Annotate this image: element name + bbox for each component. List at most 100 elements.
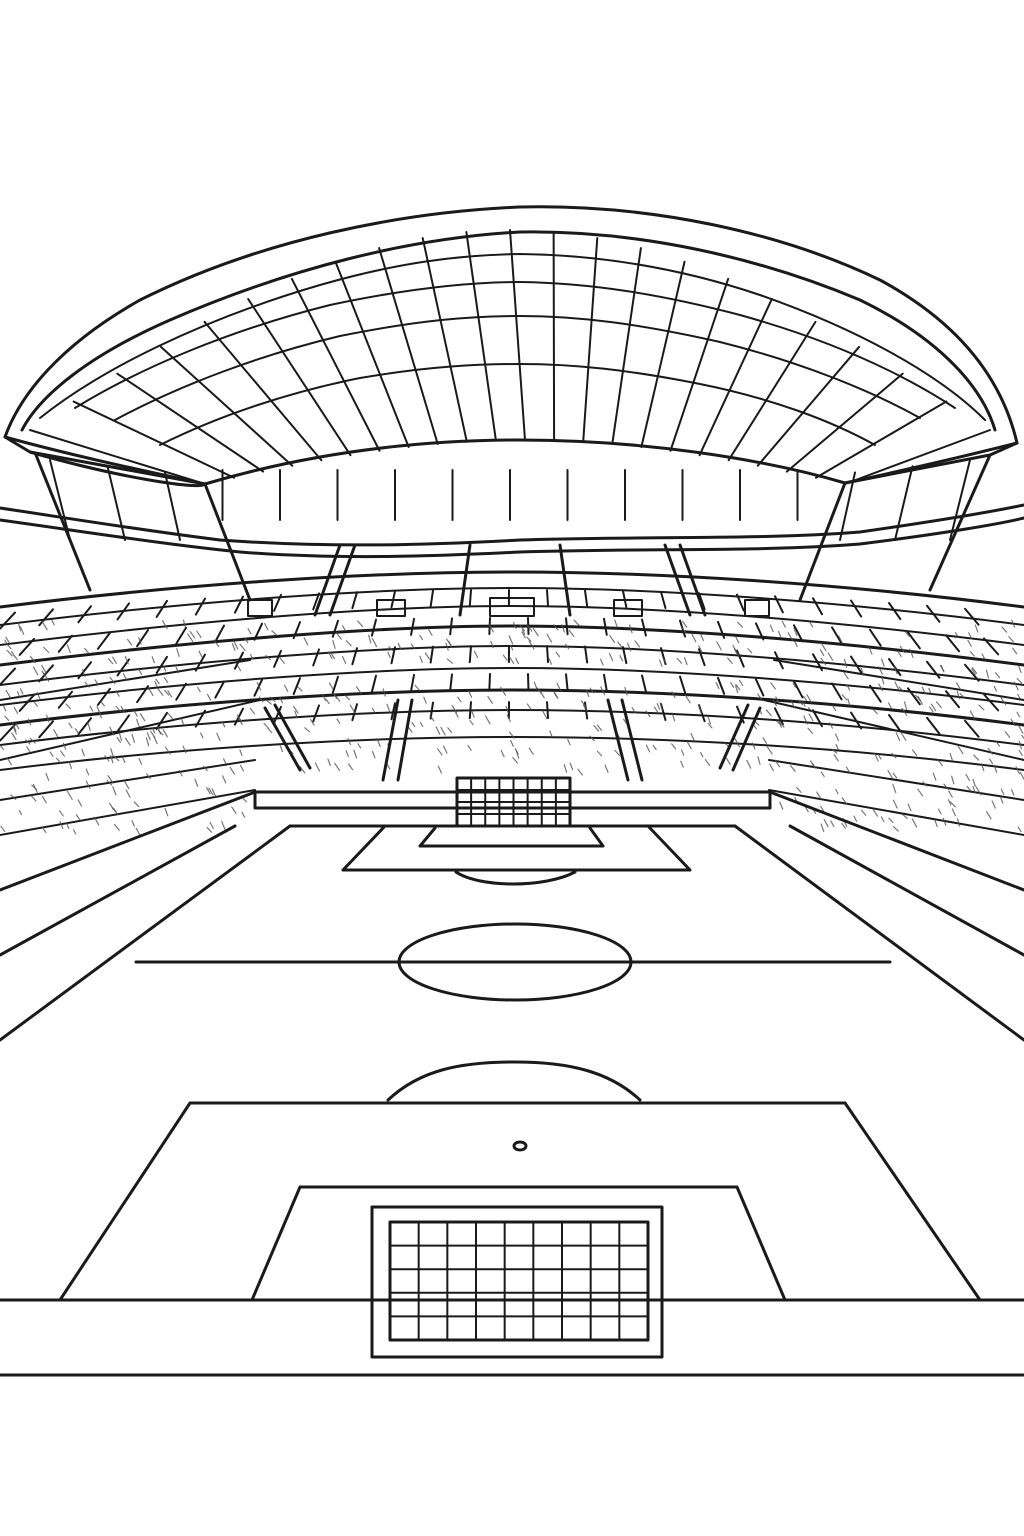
crowd-mark bbox=[774, 759, 781, 768]
crowd-mark bbox=[41, 670, 46, 676]
crowd-mark bbox=[653, 706, 659, 714]
crowd-mark bbox=[917, 695, 923, 705]
crowd-mark bbox=[182, 745, 187, 754]
crowd-mark bbox=[32, 666, 39, 676]
stand-tier-line bbox=[0, 645, 1024, 686]
press-box bbox=[247, 599, 273, 617]
crowd-mark bbox=[841, 694, 848, 701]
crowd-mark bbox=[526, 623, 533, 632]
crowd-mark bbox=[830, 820, 835, 828]
crowd-mark bbox=[634, 640, 640, 648]
crowd-mark bbox=[43, 672, 50, 682]
crowd-mark bbox=[853, 815, 858, 822]
stand-divider bbox=[18, 637, 35, 656]
facade-columns bbox=[49, 459, 971, 541]
crowd-mark bbox=[932, 772, 937, 781]
crowd-mark bbox=[231, 806, 237, 815]
far-penalty-box bbox=[341, 824, 692, 872]
crowd-mark bbox=[56, 757, 62, 764]
roof-rib bbox=[727, 320, 817, 462]
crowd-mark bbox=[975, 786, 982, 796]
near-goal-inner-frame bbox=[388, 1220, 650, 1342]
crowd-mark bbox=[0, 825, 6, 833]
crowd-mark bbox=[112, 786, 117, 796]
stand-divider bbox=[945, 634, 961, 653]
crowd-mark bbox=[411, 721, 416, 728]
stand-tier-line bbox=[0, 624, 1024, 667]
side-stand-line bbox=[0, 759, 256, 801]
crowd-mark bbox=[1011, 619, 1016, 628]
crowd-mark bbox=[146, 732, 151, 741]
crowd-mark bbox=[62, 742, 67, 750]
crowd-mark bbox=[279, 697, 284, 704]
roof-ring bbox=[114, 315, 921, 421]
crowd-mark bbox=[707, 716, 712, 725]
crowd-mark bbox=[954, 632, 960, 638]
crowd-mark bbox=[567, 738, 571, 746]
upper-facade bbox=[0, 450, 1024, 617]
crowd-mark bbox=[823, 819, 829, 828]
crowd-mark bbox=[332, 639, 336, 649]
crowd-mark bbox=[903, 701, 908, 710]
crowd-mark bbox=[484, 715, 491, 725]
roof-rib bbox=[814, 400, 948, 479]
stand-divider bbox=[253, 678, 263, 697]
crowd-mark bbox=[87, 722, 91, 732]
stand-divider bbox=[331, 619, 339, 638]
crowd-mark bbox=[877, 753, 882, 760]
crowd-mark bbox=[549, 730, 553, 738]
stand-divider bbox=[214, 624, 225, 643]
crowd-mark bbox=[794, 640, 798, 648]
crowd-mark bbox=[133, 801, 140, 808]
far-goal bbox=[455, 776, 572, 828]
crowd-mark bbox=[803, 715, 808, 725]
stand-divider bbox=[468, 701, 472, 720]
crowd-mark bbox=[893, 665, 898, 675]
crowd-mark bbox=[328, 682, 334, 690]
facade-column bbox=[839, 471, 856, 541]
crowd-mark bbox=[843, 672, 849, 680]
stand-divider bbox=[546, 645, 550, 664]
crowd-mark bbox=[568, 629, 575, 637]
crowd-mark bbox=[838, 635, 843, 644]
far-penalty-arc bbox=[454, 870, 577, 886]
roof-grid bbox=[29, 229, 991, 485]
crowd-mark bbox=[546, 633, 553, 643]
stand-divider bbox=[641, 618, 647, 637]
stand-tier-lines bbox=[0, 570, 1024, 836]
crowd-mark bbox=[757, 756, 761, 765]
stand-divider bbox=[331, 675, 339, 694]
crowd-mark bbox=[454, 710, 459, 718]
crowd-mark bbox=[797, 699, 804, 706]
crowd-mark bbox=[115, 705, 122, 713]
crowd-mark bbox=[189, 630, 196, 639]
crowd-mark bbox=[508, 635, 514, 645]
crowd-mark bbox=[267, 727, 273, 734]
crowd-mark bbox=[33, 701, 38, 707]
crowd-mark bbox=[59, 820, 64, 830]
center-circle bbox=[397, 922, 633, 1002]
facade-frame-right bbox=[798, 453, 992, 602]
stand-divider bbox=[136, 685, 149, 704]
crowd-mark bbox=[700, 634, 705, 642]
crowd-mark bbox=[905, 631, 911, 638]
crowd-mark bbox=[589, 687, 595, 694]
stand-divider bbox=[755, 678, 765, 697]
crowd-mark bbox=[766, 746, 773, 755]
crowd-mark bbox=[410, 643, 416, 649]
crowd-mark bbox=[182, 619, 187, 628]
crowd-mark bbox=[619, 654, 624, 662]
crowd-mark bbox=[221, 721, 226, 728]
crowd-mark bbox=[769, 763, 774, 772]
crowd-mark bbox=[608, 652, 614, 662]
crowd-mark bbox=[1014, 681, 1019, 691]
crowd-mark bbox=[94, 679, 100, 686]
roof-ring bbox=[39, 253, 986, 421]
stand-divider bbox=[410, 673, 415, 692]
crowd-mark bbox=[357, 743, 362, 749]
crowd-mark bbox=[802, 700, 806, 708]
crowd-mark bbox=[180, 717, 184, 725]
crowd-mark bbox=[892, 825, 899, 832]
crowd-mark bbox=[206, 826, 213, 833]
crowd-mark bbox=[51, 619, 55, 626]
